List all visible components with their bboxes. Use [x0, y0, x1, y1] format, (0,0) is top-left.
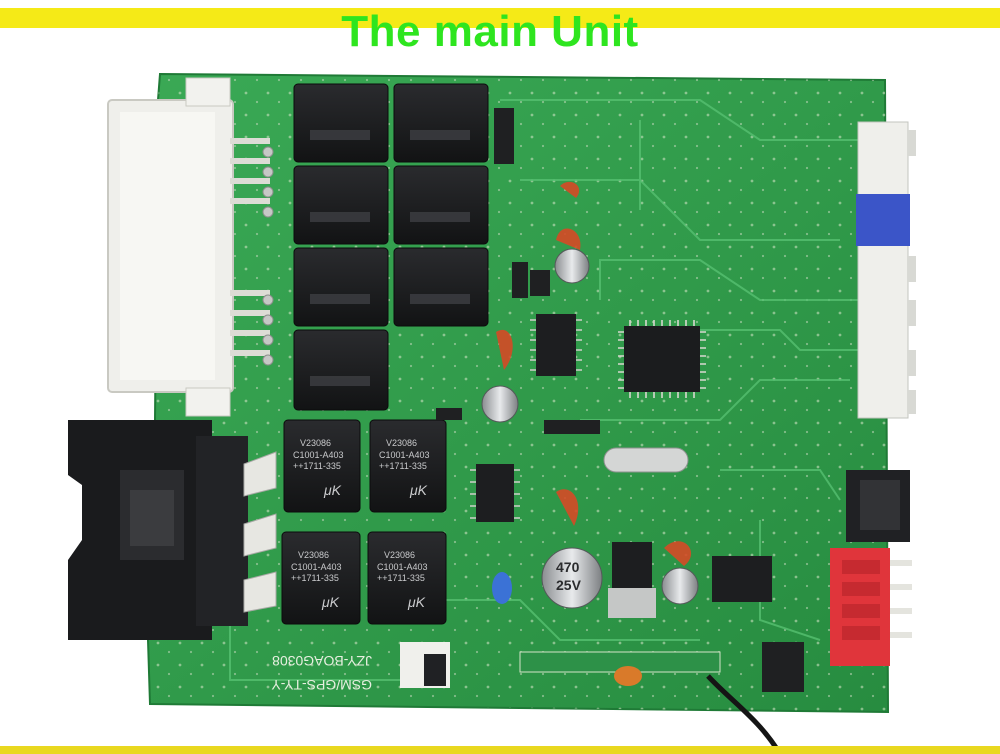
- ic-chips: [470, 314, 772, 618]
- svg-text:C1001-A403: C1001-A403: [291, 562, 342, 572]
- svg-text:25V: 25V: [556, 577, 582, 593]
- relay-label-4: V23086 C1001-A403 ++1711-335 μK: [377, 550, 428, 610]
- relay-label-1: V23086 C1001-A403 ++1711-335 μK: [293, 438, 344, 498]
- side-connector-black: [846, 470, 910, 542]
- svg-text:μK: μK: [321, 594, 340, 610]
- svg-text:V23086: V23086: [386, 438, 417, 448]
- svg-text:++1711-335: ++1711-335: [377, 573, 425, 583]
- crystal-oscillator: [603, 447, 689, 473]
- relay-label-3: V23086 C1001-A403 ++1711-335 μK: [291, 550, 342, 610]
- svg-text:V23086: V23086: [298, 550, 329, 560]
- svg-text:μK: μK: [407, 594, 426, 610]
- white-main-connector: [107, 77, 274, 417]
- side-connector-red: [830, 548, 912, 666]
- relay-label-2: V23086 C1001-A403 ++1711-335 μK: [379, 438, 430, 498]
- silkscreen-labels: JZY-BOAG0308 GSM/GPS-TY-Y: [271, 653, 372, 693]
- microcontroller-chip: [618, 320, 706, 398]
- svg-text:V23086: V23086: [384, 550, 415, 560]
- page-title: The main Unit: [341, 7, 639, 56]
- svg-text:++1711-335: ++1711-335: [379, 461, 427, 471]
- side-connector-white: [856, 121, 916, 419]
- silkscreen-model: JZY-BOAG0308: [272, 653, 372, 669]
- small-relay-group: V23086 C1001-A403 ++1711-335 μK V23086 C…: [281, 419, 447, 625]
- bottom-banner: [0, 746, 1000, 754]
- large-relay-bank: [293, 83, 489, 411]
- svg-text:++1711-335: ++1711-335: [291, 573, 339, 583]
- svg-text:C1001-A403: C1001-A403: [293, 450, 344, 460]
- svg-text:++1711-335: ++1711-335: [293, 461, 341, 471]
- blue-ceramic-capacitor: [492, 572, 512, 604]
- title-banner: [0, 8, 1000, 28]
- svg-text:μK: μK: [323, 482, 342, 498]
- pcb-board: [146, 72, 890, 714]
- svg-text:μK: μK: [409, 482, 428, 498]
- electrolytic-capacitors: 470 25V: [481, 181, 699, 609]
- capacitor-label: 470 25V: [556, 559, 582, 593]
- silkscreen-series: GSM/GPS-TY-Y: [271, 677, 372, 693]
- svg-text:C1001-A403: C1001-A403: [377, 562, 428, 572]
- pin-headers: [400, 108, 804, 692]
- svg-text:V23086: V23086: [300, 438, 331, 448]
- svg-text:C1001-A403: C1001-A403: [379, 450, 430, 460]
- svg-text:470: 470: [556, 559, 580, 575]
- antenna-wire: [706, 674, 783, 754]
- black-plug-connector: [68, 420, 277, 640]
